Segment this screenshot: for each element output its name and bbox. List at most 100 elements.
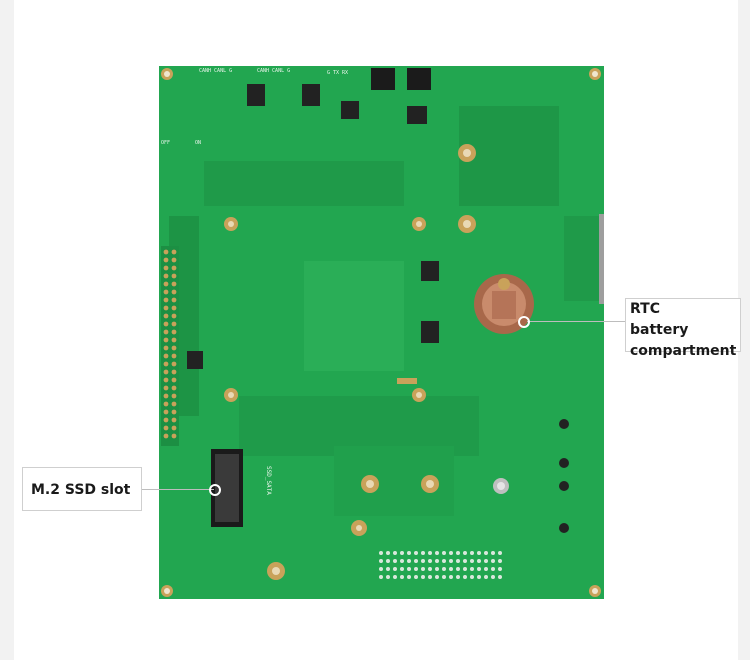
rtc-callout: RTC battery compartment: [625, 298, 741, 359]
bga-pad: [407, 567, 411, 571]
pin-header: [161, 246, 179, 446]
bga-pad: [470, 551, 474, 555]
can-transceiver-chip: [247, 84, 265, 106]
header-pin: [163, 369, 169, 375]
bga-pad: [449, 559, 453, 563]
header-pin: [163, 321, 169, 327]
bga-pad: [414, 559, 418, 563]
bga-pad: [428, 567, 432, 571]
bga-pad: [498, 559, 502, 563]
header-pin: [163, 385, 169, 391]
bga-pad: [456, 575, 460, 579]
connector-footprint: [564, 216, 599, 301]
bga-pad: [442, 551, 446, 555]
header-pin: [171, 417, 177, 423]
header-pin: [171, 433, 177, 439]
header-pin: [171, 297, 177, 303]
mounting-holes: [161, 68, 601, 597]
can-label-1: CANH CANL G: [199, 68, 232, 74]
bga-pad: [484, 559, 488, 563]
header-pin: [171, 369, 177, 375]
header-pin: [171, 249, 177, 255]
header-pin: [163, 433, 169, 439]
header-pin: [171, 321, 177, 327]
bga-pad: [421, 551, 425, 555]
rtc-callout-line-3: compartment: [630, 343, 737, 359]
header-pin: [171, 313, 177, 319]
bga-pad: [379, 551, 383, 555]
bga-pad: [498, 551, 502, 555]
bga-pad: [456, 551, 460, 555]
header-pin: [171, 305, 177, 311]
header-pin: [171, 265, 177, 271]
bga-pad: [491, 575, 495, 579]
bga-pad: [386, 567, 390, 571]
header-pin: [163, 281, 169, 287]
bga-pad: [449, 551, 453, 555]
bga-pad: [414, 551, 418, 555]
header-pin: [163, 313, 169, 319]
bga-pad: [414, 567, 418, 571]
bga-pad: [393, 567, 397, 571]
header-pin: [163, 265, 169, 271]
bga-pad: [400, 567, 404, 571]
bga-pad: [484, 551, 488, 555]
header-pin: [171, 377, 177, 383]
bga-pad: [421, 575, 425, 579]
bga-pad: [456, 559, 460, 563]
header-pin: [163, 425, 169, 431]
m2-callout: M.2 SSD slot: [22, 467, 142, 511]
bga-pad: [379, 575, 383, 579]
bga-pad: [435, 559, 439, 563]
header-pin: [163, 353, 169, 359]
header-pin: [171, 361, 177, 367]
bga-pad: [498, 575, 502, 579]
header-pin: [171, 289, 177, 295]
header-pin: [163, 417, 169, 423]
header-pin: [171, 345, 177, 351]
header-pin: [163, 361, 169, 367]
header-pin: [163, 289, 169, 295]
header-pin: [163, 393, 169, 399]
bga-pad: [435, 551, 439, 555]
bga-pad: [442, 567, 446, 571]
bga-pad: [491, 567, 495, 571]
bga-pad: [400, 551, 404, 555]
bga-pad: [477, 551, 481, 555]
bga-pad: [407, 551, 411, 555]
pcb-board: CANH CANL G CANH CANL G G TX RX OFF ON S…: [159, 66, 604, 599]
header-pin: [171, 409, 177, 415]
bottom-bga-pads: [379, 551, 502, 579]
bga-pad: [484, 575, 488, 579]
bga-pad: [421, 559, 425, 563]
bga-pad: [470, 567, 474, 571]
bga-pad: [379, 567, 383, 571]
header-pin: [163, 329, 169, 335]
copper-pour: [459, 106, 559, 206]
switch-label-off: OFF: [161, 140, 170, 146]
bga-pad: [470, 575, 474, 579]
rtc-callout-line-1: RTC: [630, 301, 660, 317]
uart-connector: [407, 68, 431, 90]
header-pin: [163, 337, 169, 343]
switch-label-on: ON: [195, 140, 201, 146]
bga-pad: [393, 551, 397, 555]
header-pin: [163, 305, 169, 311]
ic-chip: [341, 101, 359, 119]
header-pin: [163, 409, 169, 415]
db9-connector: [599, 214, 604, 304]
bga-pad: [421, 567, 425, 571]
bga-pad: [400, 559, 404, 563]
bga-pad: [407, 575, 411, 579]
header-pin: [163, 345, 169, 351]
bga-pad: [449, 575, 453, 579]
bga-pad: [456, 567, 460, 571]
ssd-label: SSD_SATA: [265, 466, 272, 495]
header-pin: [171, 281, 177, 287]
bga-pad: [428, 575, 432, 579]
ic-chip: [421, 261, 439, 281]
header-pin: [163, 257, 169, 263]
bga-pad: [498, 567, 502, 571]
ic-chip: [421, 321, 439, 343]
ic-chip: [407, 106, 427, 124]
